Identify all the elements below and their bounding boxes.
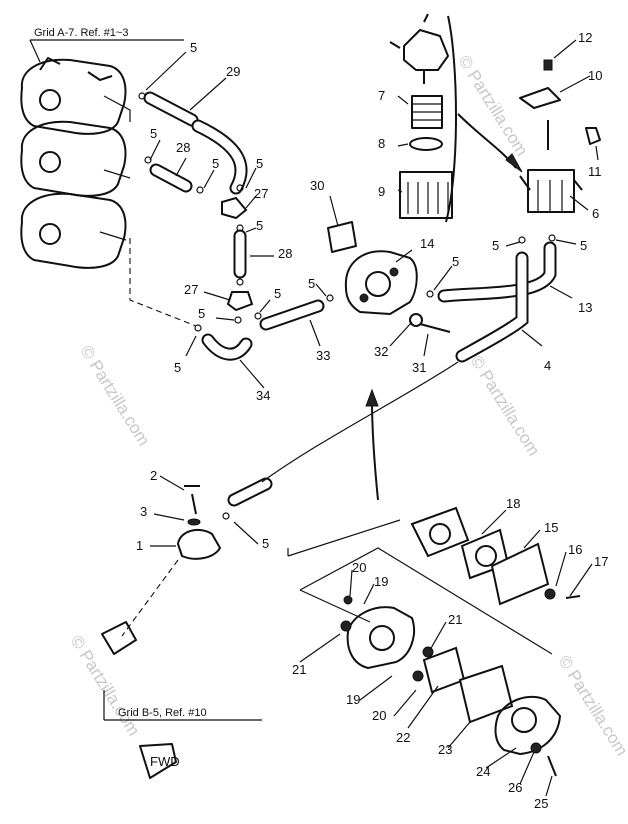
callout-28: 28 — [278, 246, 292, 261]
callout-5: 5 — [256, 218, 263, 233]
callout-30: 30 — [310, 178, 324, 193]
fuel-filter-right — [518, 59, 601, 244]
fuel-pump-upper — [326, 221, 451, 333]
callout-25: 25 — [534, 796, 548, 811]
fwd-label: FWD — [150, 754, 180, 769]
callout-5: 5 — [308, 276, 315, 291]
hoses-left — [138, 91, 325, 520]
reference-top: Grid A-7. Ref. #1~3 — [29, 27, 184, 63]
leader-lines — [145, 39, 599, 797]
watermark: © Partzilla.com — [77, 342, 154, 449]
callout-19: 19 — [374, 574, 388, 589]
callout-26: 26 — [508, 780, 522, 795]
callout-5: 5 — [190, 40, 197, 55]
carburetor-stack — [20, 57, 197, 327]
callout-3: 3 — [140, 504, 147, 519]
hoses-right — [437, 241, 557, 363]
fuel-pump-exploded — [287, 506, 581, 777]
callout-5: 5 — [580, 238, 587, 253]
callout-5: 5 — [256, 156, 263, 171]
callout-16: 16 — [568, 542, 582, 557]
callout-4: 4 — [544, 358, 551, 373]
callout-31: 31 — [412, 360, 426, 375]
reference-top-text: Grid A-7. Ref. #1~3 — [34, 27, 128, 39]
callout-22: 22 — [396, 730, 410, 745]
callout-5: 5 — [150, 126, 157, 141]
callout-17: 17 — [594, 554, 608, 569]
watermark: © Partzilla.com — [67, 632, 144, 739]
callout-32: 32 — [374, 344, 388, 359]
callout-7: 7 — [378, 88, 385, 103]
callout-5: 5 — [262, 536, 269, 551]
callout-27: 27 — [254, 186, 268, 201]
callout-24: 24 — [476, 764, 490, 779]
callout-28: 28 — [176, 140, 190, 155]
callout-9: 9 — [378, 184, 385, 199]
callout-20: 20 — [352, 560, 366, 575]
reference-bottom: Grid B-5, Ref. #10 — [103, 690, 262, 721]
assembly-arrow — [371, 399, 379, 501]
callout-12: 12 — [578, 30, 592, 45]
callout-11: 11 — [588, 164, 602, 179]
callout-10: 10 — [588, 68, 602, 83]
callout-27: 27 — [184, 282, 198, 297]
callout-5: 5 — [452, 254, 459, 269]
watermark: © Partzilla.com — [467, 352, 544, 459]
callout-23: 23 — [438, 742, 452, 757]
fuel-line-path — [261, 361, 459, 483]
callout-5: 5 — [212, 156, 219, 171]
watermark: © Partzilla.com — [555, 652, 628, 759]
callout-2: 2 — [150, 468, 157, 483]
watermark: © Partzilla.com — [455, 52, 532, 159]
callout-18: 18 — [506, 496, 520, 511]
callout-29: 29 — [226, 64, 240, 79]
callout-5: 5 — [198, 306, 205, 321]
callout-14: 14 — [420, 236, 434, 251]
callout-33: 33 — [316, 348, 330, 363]
callout-5: 5 — [274, 286, 281, 301]
fuel-connector: FWD — [101, 485, 221, 779]
callout-20: 20 — [372, 708, 386, 723]
reference-bottom-text: Grid B-5, Ref. #10 — [118, 707, 207, 719]
callout-6: 6 — [592, 206, 599, 221]
callout-34: 34 — [256, 388, 270, 403]
callout-13: 13 — [578, 300, 592, 315]
callout-1: 1 — [136, 538, 143, 553]
callout-15: 15 — [544, 520, 558, 535]
callout-5: 5 — [174, 360, 181, 375]
callout-21: 21 — [448, 612, 462, 627]
callout-21: 21 — [292, 662, 306, 677]
callout-5: 5 — [492, 238, 499, 253]
callouts: 5 29 5 28 5 5 27 5 28 27 5 5 5 34 33 30 … — [136, 30, 608, 811]
fuel-filter-assembly — [389, 13, 457, 223]
callout-19: 19 — [346, 692, 360, 707]
callout-8: 8 — [378, 136, 385, 151]
